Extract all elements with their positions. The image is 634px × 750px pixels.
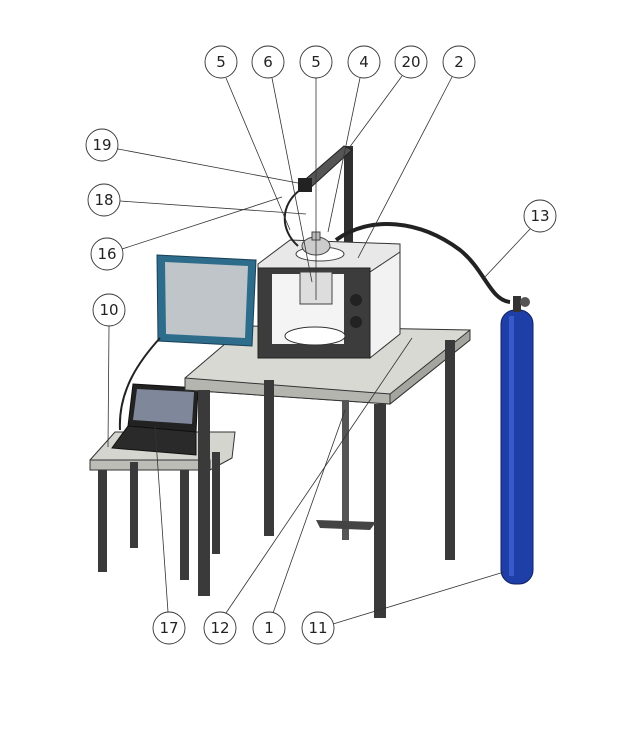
svg-text:5: 5: [216, 53, 226, 71]
svg-text:1: 1: [264, 619, 274, 637]
svg-text:2: 2: [454, 53, 464, 71]
callout-16: 16: [90, 237, 124, 271]
svg-text:5: 5: [311, 53, 321, 71]
oven: [257, 231, 401, 360]
svg-text:11: 11: [308, 619, 327, 637]
callout-balloons: 5 6 5 4 20 2 19 18 16 13 10 17 12 1 11: [85, 45, 557, 645]
svg-text:4: 4: [359, 53, 369, 71]
callout-18: 18: [87, 183, 121, 217]
stool: [89, 431, 236, 580]
svg-text:12: 12: [210, 619, 229, 637]
callout-11: 11: [301, 611, 335, 645]
callout-20: 20: [394, 45, 428, 79]
callout-5: 5: [299, 45, 333, 79]
svg-text:20: 20: [401, 53, 420, 71]
svg-text:13: 13: [530, 207, 549, 225]
svg-text:19: 19: [92, 136, 111, 154]
callout-17: 17: [152, 611, 186, 645]
table: [184, 325, 471, 618]
laptop: [111, 383, 199, 456]
svg-text:10: 10: [99, 301, 118, 319]
callout-5: 5: [204, 45, 238, 79]
callout-1: 1: [252, 611, 286, 645]
callout-2: 2: [442, 45, 476, 79]
svg-text:16: 16: [97, 245, 116, 263]
callout-10: 10: [92, 293, 126, 327]
callout-6: 6: [251, 45, 285, 79]
callout-19: 19: [85, 128, 119, 162]
callout-4: 4: [347, 45, 381, 79]
stand: [298, 145, 353, 256]
oven-door: [156, 254, 257, 347]
svg-text:6: 6: [263, 53, 273, 71]
svg-text:18: 18: [94, 191, 113, 209]
drawing: [89, 145, 534, 618]
gas-cylinder: [500, 296, 534, 585]
callout-12: 12: [203, 611, 237, 645]
callout-13: 13: [523, 199, 557, 233]
svg-text:17: 17: [159, 619, 178, 637]
leader-lines: [107, 75, 531, 625]
